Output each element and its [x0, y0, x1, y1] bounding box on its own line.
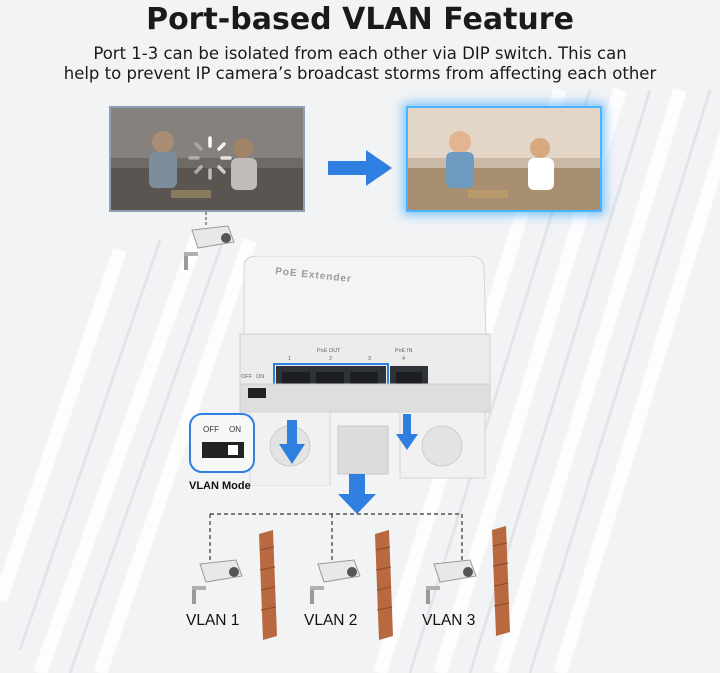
switch-on-label: ON: [256, 374, 265, 380]
firewall-icon: [492, 526, 510, 636]
arrow-right-icon: [328, 150, 392, 186]
arrow-down-icon: [279, 420, 305, 464]
poe-in-label: PoE IN: [395, 348, 413, 354]
security-camera-icon: [426, 559, 477, 604]
port-2-label: 2: [329, 356, 333, 362]
loading-spinner-icon: [188, 136, 232, 180]
arrow-down-icon: [396, 414, 418, 450]
switch-off-label: OFF: [241, 374, 252, 380]
security-camera-icon: [192, 559, 243, 604]
dip-off-label: OFF: [203, 425, 219, 434]
page-title: Port-based VLAN Feature: [146, 2, 574, 37]
vlan-mode-label: VLAN Mode: [189, 480, 251, 492]
vlan-1-label: VLAN 1: [186, 612, 240, 629]
dip-on-label: ON: [229, 425, 241, 434]
port-4-label: 4: [402, 356, 406, 362]
firewall-icon: [375, 530, 393, 640]
port-1-label: 1: [288, 356, 292, 362]
poe-extender-device: [239, 256, 491, 486]
vlan-3-label: VLAN 3: [422, 612, 476, 629]
subtitle-line-1: Port 1-3 can be isolated from each other…: [93, 44, 627, 63]
arrow-down-icon: [338, 474, 376, 514]
photo-after: [406, 106, 602, 212]
vlan-connection-lines: [209, 513, 463, 562]
subtitle: Port 1-3 can be isolated from each other…: [0, 44, 720, 84]
vlan-2-label: VLAN 2: [304, 612, 358, 629]
dip-switch-zoom: [189, 412, 255, 473]
subtitle-line-2: help to prevent IP camera’s broadcast st…: [63, 64, 657, 83]
security-camera-icon: [310, 559, 361, 604]
firewall-icon: [259, 530, 277, 640]
photo-before: [109, 106, 305, 212]
poe-out-label: PoE OUT: [317, 348, 341, 354]
port-3-label: 3: [368, 356, 372, 362]
security-camera-icon: [184, 212, 235, 270]
